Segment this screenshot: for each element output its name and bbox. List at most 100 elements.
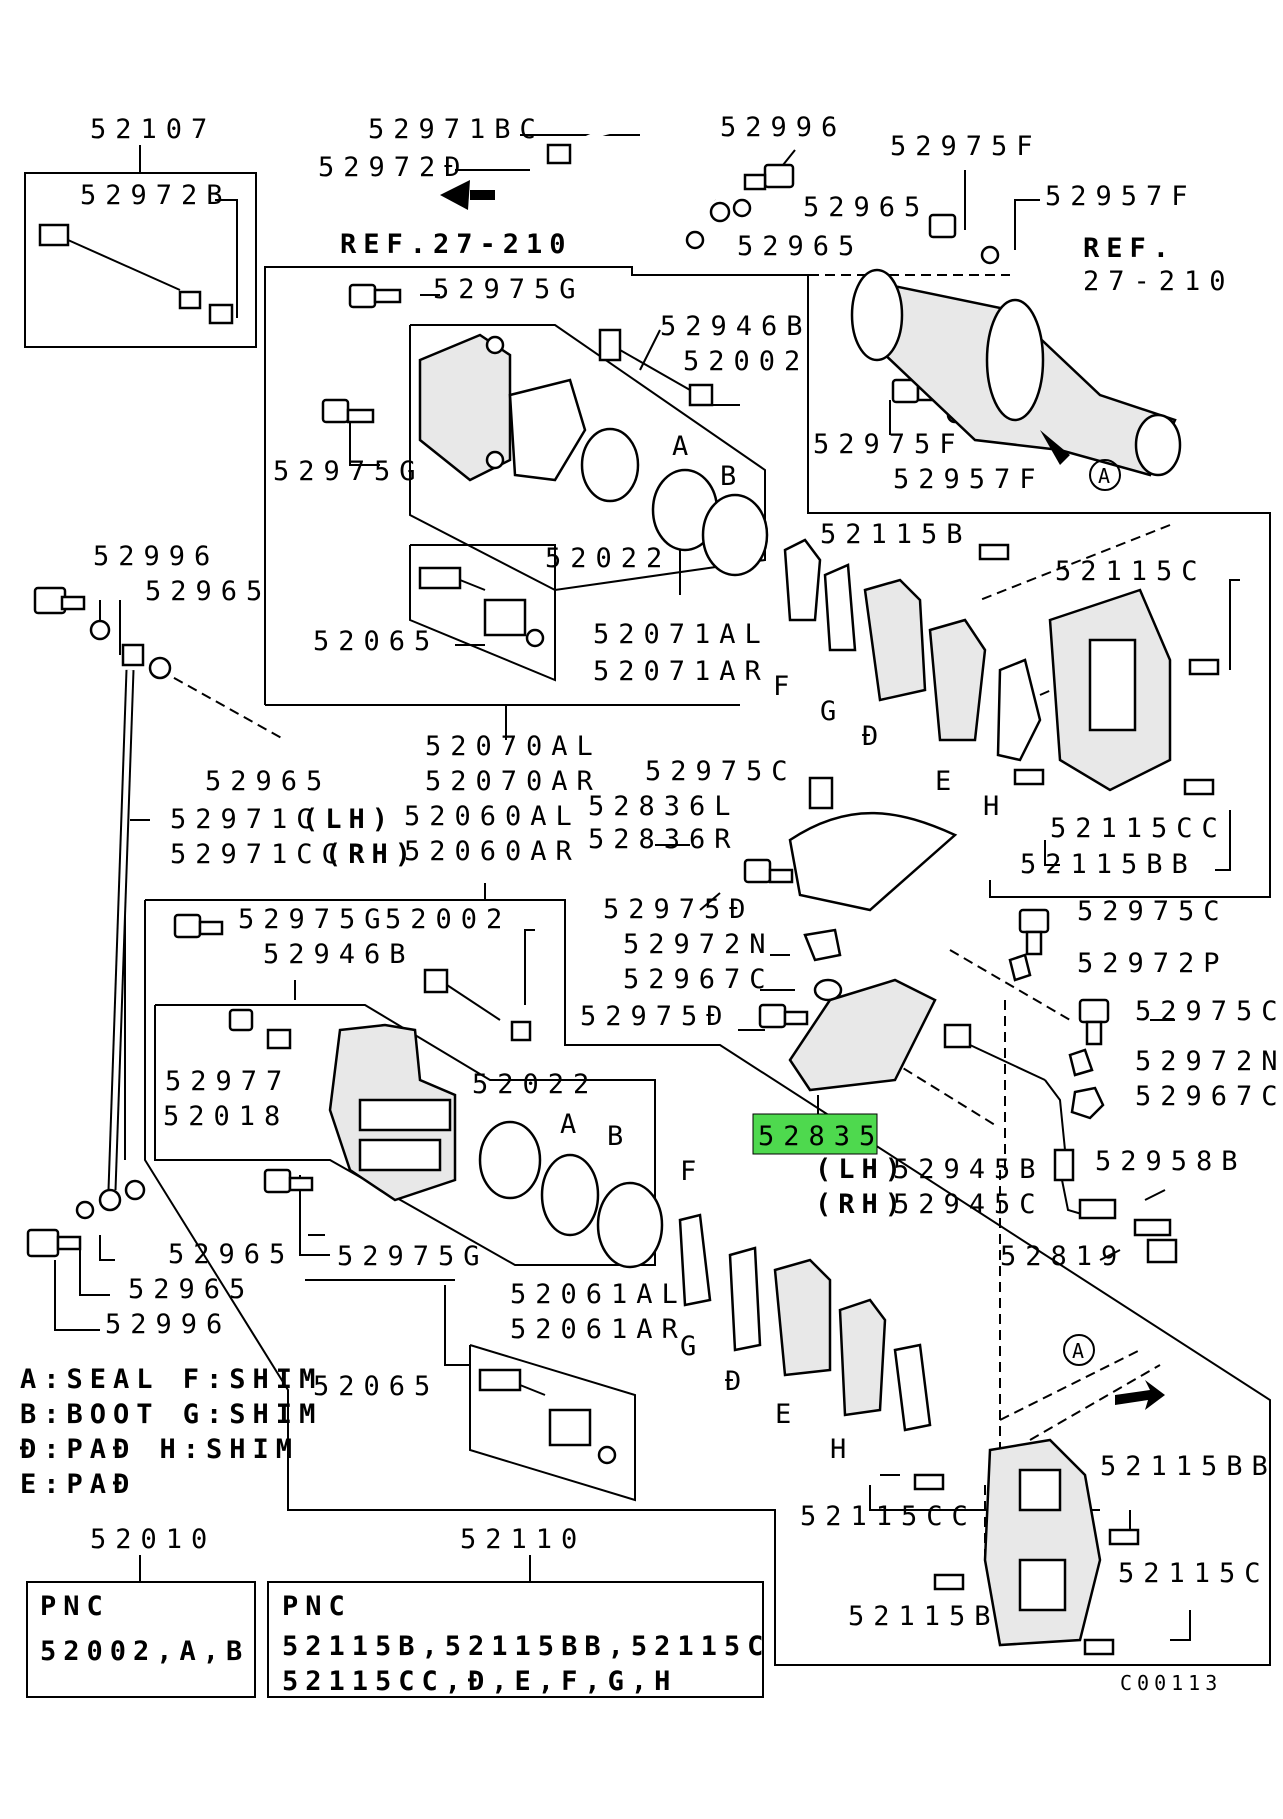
label-52835[interactable]: 52835 (758, 1121, 884, 1152)
label-52115C-b[interactable]: 52115C (1118, 1558, 1270, 1589)
label-52115CC-a[interactable]: 52115CC (1050, 813, 1227, 844)
label-52965-l2[interactable]: 52965 (205, 766, 331, 797)
label-D2[interactable]: Đ (725, 1366, 750, 1397)
label-H1[interactable]: H (983, 791, 1008, 822)
label-circle-A1[interactable]: A (1098, 464, 1115, 488)
label-52975G-d[interactable]: 52975G (337, 1241, 489, 1272)
label-52022-b[interactable]: 52022 (472, 1069, 598, 1100)
frame-upper-kit (409, 544, 556, 682)
label-52836L[interactable]: 52836L (588, 791, 740, 822)
label-52945C[interactable]: 52945C (893, 1189, 1045, 1220)
label-52972P[interactable]: 52972P (1077, 948, 1229, 979)
label-ref-1[interactable]: REF.27-210 (340, 229, 573, 260)
label-52975C-c[interactable]: 52975C (1135, 996, 1283, 1027)
label-52972B[interactable]: 52972B (80, 180, 232, 211)
label-52060AR[interactable]: 52060AR (404, 836, 581, 867)
label-52022-a[interactable]: 52022 (545, 543, 671, 574)
label-52945C-rh[interactable]: (RH) (815, 1189, 908, 1220)
label-52071AL[interactable]: 52071AL (593, 619, 770, 650)
label-52071AR[interactable]: 52071AR (593, 656, 770, 687)
label-52115CC-b[interactable]: 52115CC (800, 1501, 977, 1532)
label-52975C-b[interactable]: 52975C (1077, 896, 1229, 927)
label-circle-A2[interactable]: A (1072, 1339, 1089, 1363)
label-seal-A2[interactable]: A (560, 1109, 585, 1140)
label-52010[interactable]: 52010 (90, 1524, 216, 1555)
label-52967C-b[interactable]: 52967C (1135, 1081, 1283, 1112)
label-52972D[interactable]: 52972Đ (318, 152, 470, 183)
label-52018[interactable]: 52018 (163, 1101, 289, 1132)
label-52996-top[interactable]: 52996 (720, 112, 846, 143)
label-52965-l3[interactable]: 52965 (168, 1239, 294, 1270)
label-52965-b[interactable]: 52965 (737, 231, 863, 262)
label-52070AL[interactable]: 52070AL (425, 731, 602, 762)
label-boot-B2[interactable]: B (607, 1121, 632, 1152)
label-E1[interactable]: E (935, 766, 960, 797)
legend-line-1: A:SEAL F:SHIM (20, 1364, 322, 1395)
label-52996-bottom[interactable]: 52996 (105, 1309, 231, 1340)
label-52060AL[interactable]: 52060AL (404, 801, 581, 832)
label-52975D-a[interactable]: 52975Đ (603, 894, 755, 925)
highlight-52835[interactable] (752, 1113, 878, 1155)
label-E2[interactable]: E (775, 1399, 800, 1430)
label-52971C[interactable]: 52971C (170, 804, 322, 835)
label-52065-a[interactable]: 52065 (313, 626, 439, 657)
label-52967C-a[interactable]: 52967C (623, 964, 775, 995)
label-52107[interactable]: 52107 (90, 114, 216, 145)
label-52977[interactable]: 52977 (165, 1066, 291, 1097)
guide-pin-upper-icon (598, 328, 714, 407)
label-52819[interactable]: 52819 (1000, 1241, 1126, 1272)
label-52971CC[interactable]: 52971CC (170, 839, 347, 870)
label-52975G-b[interactable]: 52975G (273, 456, 425, 487)
label-52115B-b[interactable]: 52115B (848, 1601, 1000, 1632)
label-boot-B1[interactable]: B (720, 461, 745, 492)
label-52957F-a[interactable]: 52957F (1045, 181, 1197, 212)
label-52958B[interactable]: 52958B (1095, 1146, 1247, 1177)
label-52065-b[interactable]: 52065 (313, 1371, 439, 1402)
label-52971BC[interactable]: 52971BC (368, 114, 545, 145)
label-52996-left[interactable]: 52996 (93, 541, 219, 572)
label-52971CC-rh[interactable]: (RH) (325, 839, 418, 870)
label-52061AR[interactable]: 52061AR (510, 1314, 687, 1345)
diagram-code: C00113 (1120, 1671, 1222, 1695)
label-52115BB-a[interactable]: 52115BB (1020, 849, 1197, 880)
label-52110[interactable]: 52110 (460, 1524, 586, 1555)
label-52965-l4[interactable]: 52965 (128, 1274, 254, 1305)
label-G2[interactable]: G (680, 1331, 705, 1362)
brake-hose-left-icon (26, 586, 172, 1258)
label-52945B[interactable]: 52945B (893, 1154, 1045, 1185)
label-52002-a[interactable]: 52002 (683, 346, 809, 377)
label-52971C-lh[interactable]: (LH) (302, 804, 395, 835)
guide-pin-lower-icon (423, 968, 532, 1042)
label-52070AR[interactable]: 52070AR (425, 766, 602, 797)
label-52002-b[interactable]: 52002 (385, 904, 511, 935)
label-52965-l1[interactable]: 52965 (145, 576, 271, 607)
label-52975G-c[interactable]: 52975G (238, 904, 390, 935)
label-ref-2b[interactable]: 27-210 (1083, 266, 1235, 297)
label-52975F-a[interactable]: 52975F (890, 131, 1042, 162)
label-52957F-b[interactable]: 52957F (893, 464, 1045, 495)
label-52946B-a[interactable]: 52946B (660, 311, 812, 342)
label-D1[interactable]: Đ (862, 721, 887, 752)
label-52965-a[interactable]: 52965 (803, 192, 929, 223)
label-seal-A1[interactable]: A (672, 431, 697, 462)
label-52115BB-b[interactable]: 52115BB (1100, 1451, 1277, 1482)
label-G1[interactable]: G (820, 696, 845, 727)
label-52945B-lh[interactable]: (LH) (815, 1154, 908, 1185)
label-52061AL[interactable]: 52061AL (510, 1279, 687, 1310)
label-52975G-a[interactable]: 52975G (433, 274, 585, 305)
label-52975C-a[interactable]: 52975C (645, 756, 797, 787)
label-52836R[interactable]: 52836R (588, 824, 740, 855)
label-52115C-a[interactable]: 52115C (1055, 556, 1207, 587)
label-52972N-b[interactable]: 52972N (1135, 1046, 1283, 1077)
label-F1[interactable]: F (773, 671, 798, 702)
label-ref-2a[interactable]: REF. (1083, 233, 1176, 264)
label-52975F-b[interactable]: 52975F (813, 429, 965, 460)
label-52946B-b[interactable]: 52946B (263, 939, 415, 970)
label-52115B-a[interactable]: 52115B (820, 519, 972, 550)
label-F2[interactable]: F (680, 1156, 705, 1187)
legend-line-3: Đ:PAĐ H:SHIM (20, 1434, 299, 1465)
label-H2[interactable]: H (830, 1434, 855, 1465)
label-52972N-a[interactable]: 52972N (623, 929, 775, 960)
label-52975D-b[interactable]: 52975Đ (580, 1001, 732, 1032)
